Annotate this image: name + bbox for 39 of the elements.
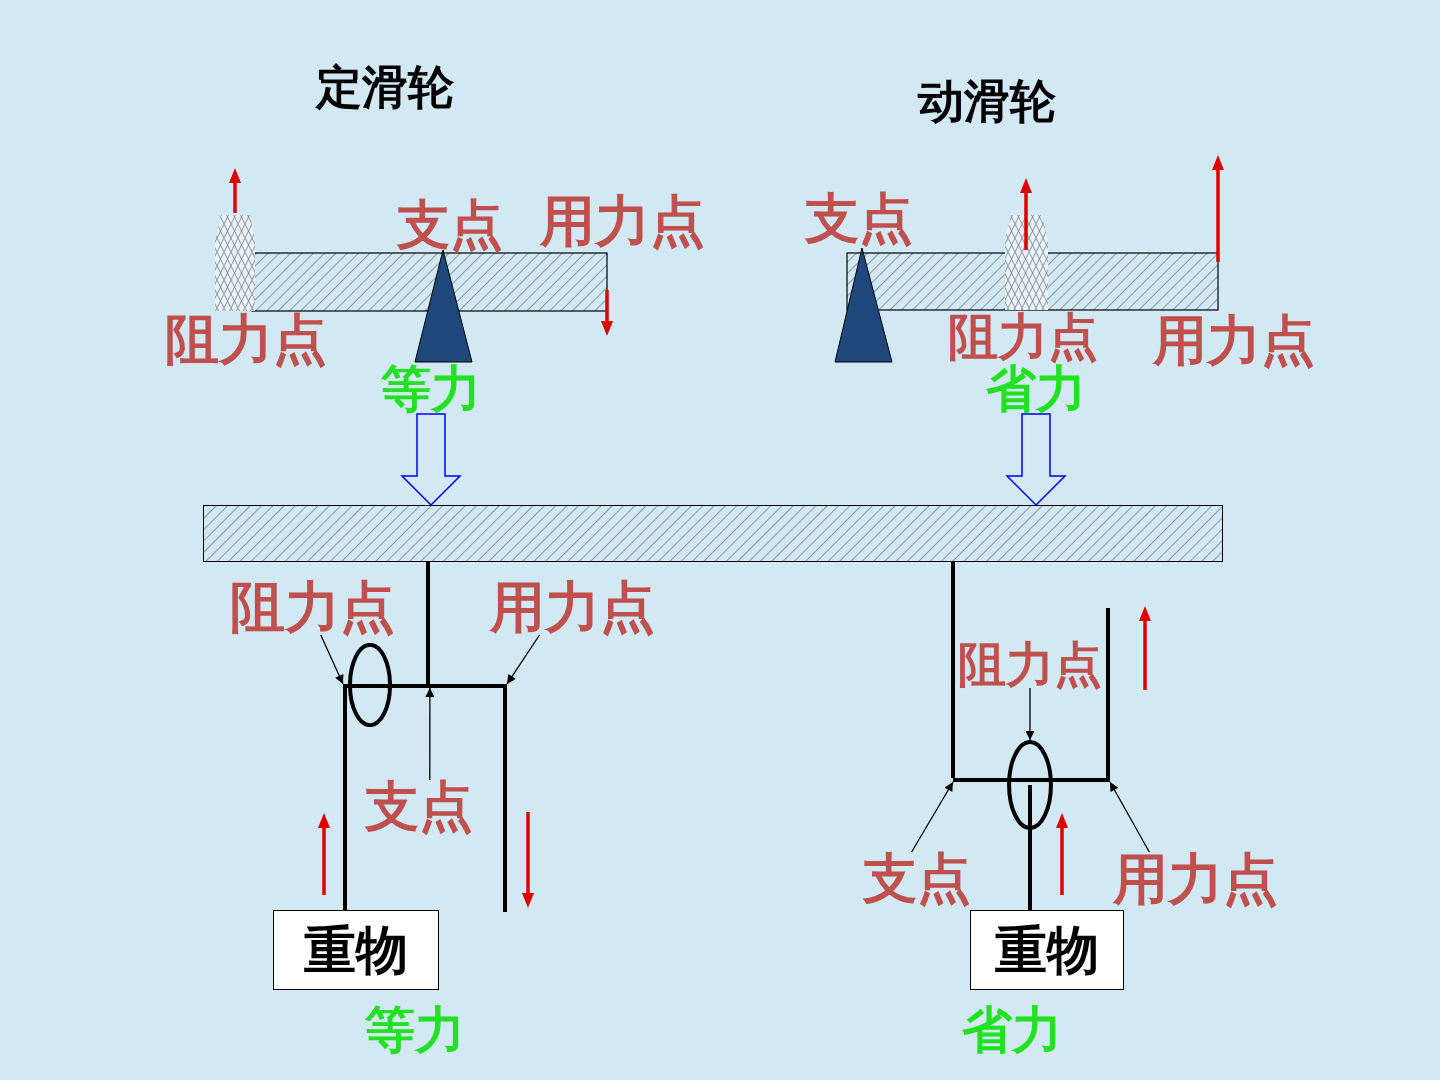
result-label: 等力 [365, 1005, 465, 1055]
point-label: 用力点 [540, 194, 705, 249]
point-label: 支点 [365, 780, 473, 834]
hollow-arrow [1005, 413, 1067, 507]
rope-line [1028, 830, 1032, 910]
lever-bar [343, 684, 507, 688]
weight-box: 重物 [970, 910, 1124, 990]
leader-arrow [506, 634, 541, 685]
rope-line [951, 562, 955, 778]
point-label: 支点 [805, 192, 913, 246]
point-label: 用力点 [1153, 314, 1315, 368]
weight-box: 重物 [273, 910, 439, 990]
leader-arrow [425, 687, 435, 781]
point-label: 阻力点 [230, 580, 395, 635]
point-label: 用力点 [490, 580, 655, 635]
leader-arrow [910, 781, 954, 853]
leader-arrow [320, 634, 344, 685]
heading: 定滑轮 [316, 64, 454, 110]
pulley-wheel [1007, 740, 1053, 830]
ceiling-beam [203, 505, 1223, 562]
heading: 动滑轮 [918, 78, 1056, 124]
rope-line [426, 562, 430, 684]
point-label: 支点 [397, 198, 503, 251]
lever-bar [953, 778, 1110, 782]
point-label: 阻力点 [958, 640, 1102, 688]
result-label: 省力 [962, 1005, 1062, 1055]
leader-arrow [1025, 687, 1035, 741]
rope-line [343, 688, 347, 910]
point-label: 用力点 [1113, 852, 1278, 907]
leader-arrow [1109, 781, 1150, 853]
point-label: 阻力点 [165, 313, 327, 367]
rope-line [1106, 608, 1110, 778]
result-label: 等力 [381, 364, 481, 414]
point-label: 阻力点 [948, 312, 1098, 362]
pulley-wheel [348, 643, 392, 727]
hollow-arrow [400, 413, 462, 507]
rope-line [503, 688, 507, 912]
point-label: 支点 [863, 852, 971, 906]
result-label: 省力 [986, 364, 1086, 414]
